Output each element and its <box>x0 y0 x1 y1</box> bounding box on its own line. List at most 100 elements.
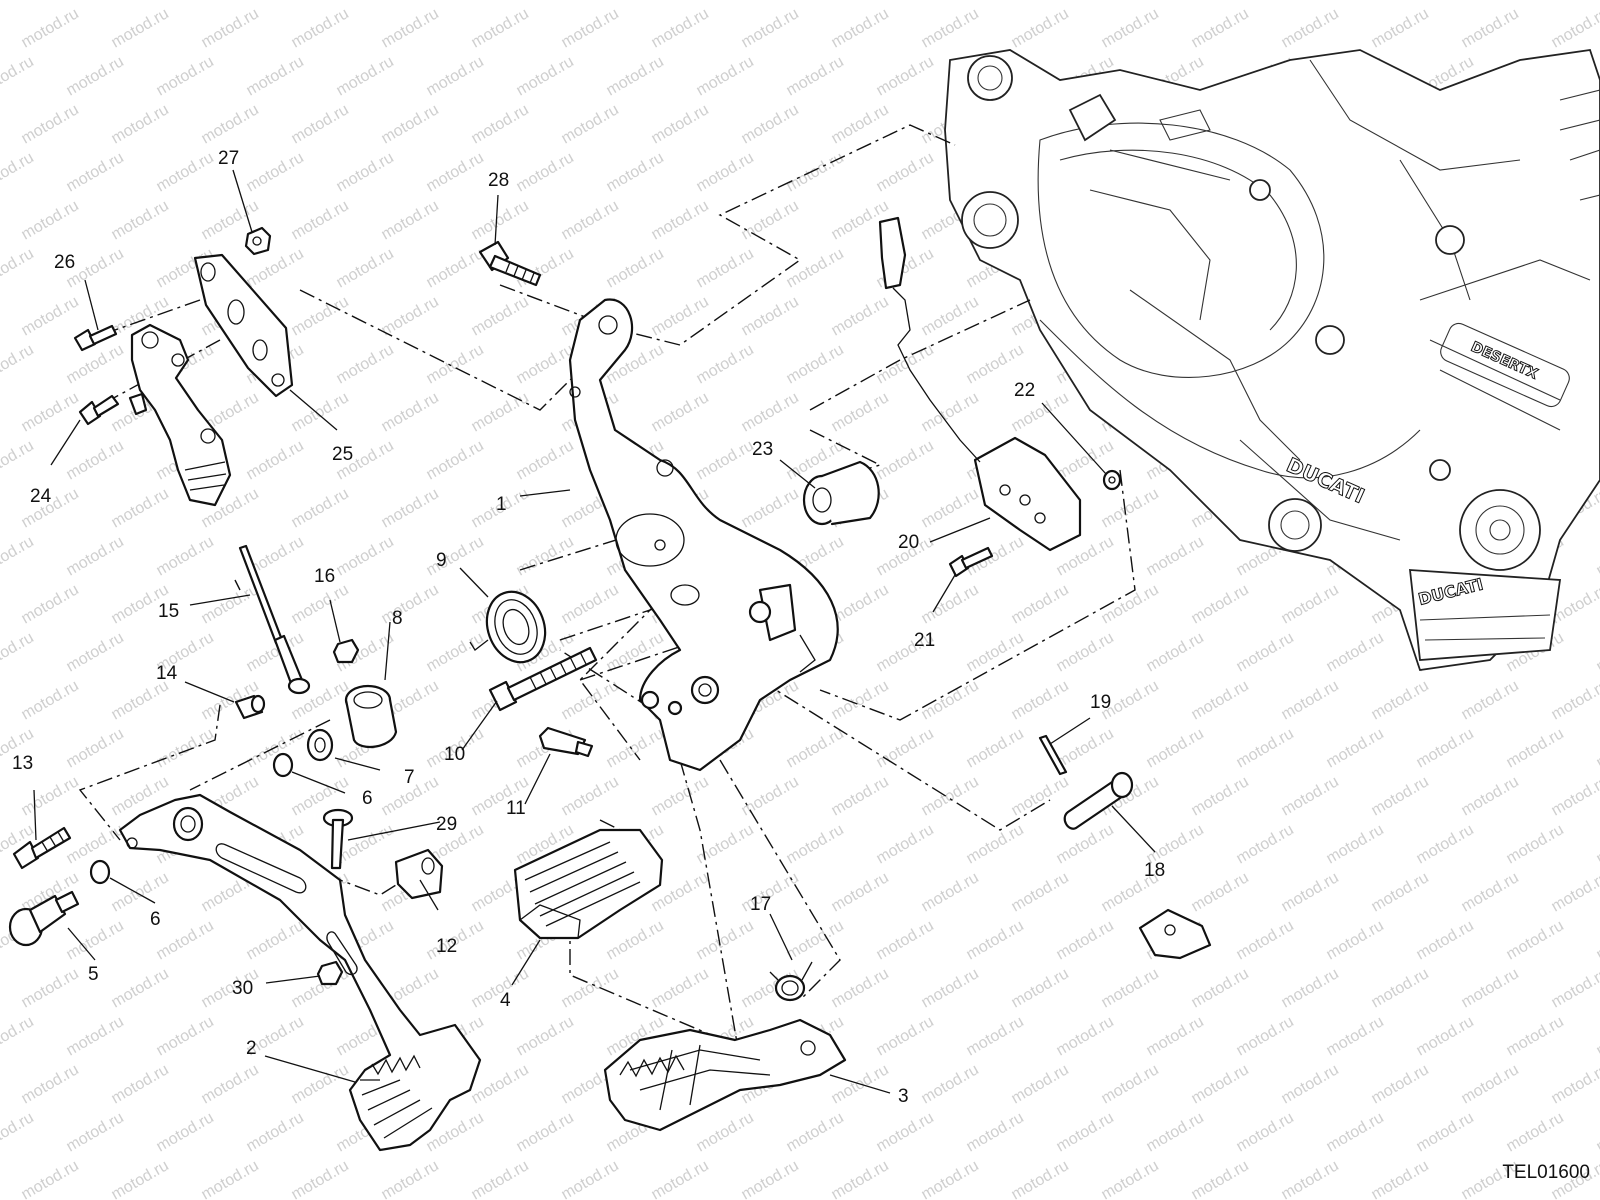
watermark-text: motod.ru <box>1189 773 1252 819</box>
watermark-text: motod.ru <box>514 1109 577 1155</box>
watermark-text: motod.ru <box>649 293 712 339</box>
part-1-footpeg-bracket <box>568 298 839 772</box>
watermark-text: motod.ru <box>1234 917 1297 963</box>
callout-21: 21 <box>914 630 935 651</box>
watermark-text: motod.ru <box>1324 0 1387 3</box>
watermark-text: motod.ru <box>379 101 442 147</box>
watermark-text: motod.ru <box>379 1157 442 1200</box>
part-12-clevis <box>394 848 444 900</box>
watermark-text: motod.ru <box>1369 965 1432 1011</box>
watermark-text: motod.ru <box>424 437 487 483</box>
watermark-text: motod.ru <box>649 1157 712 1200</box>
watermark-text: motod.ru <box>1459 5 1522 51</box>
watermark-text: motod.ru <box>784 149 847 195</box>
watermark-text: motod.ru <box>109 5 172 51</box>
watermark-text: motod.ru <box>1009 773 1072 819</box>
watermark-text: motod.ru <box>1009 677 1072 723</box>
watermark-text: motod.ru <box>154 53 217 99</box>
watermark-text: motod.ru <box>514 1013 577 1059</box>
watermark-text: motod.ru <box>19 677 82 723</box>
watermark-text: motod.ru <box>1594 1109 1600 1155</box>
watermark-text: motod.ru <box>649 389 712 435</box>
watermark-text: motod.ru <box>514 149 577 195</box>
watermark-text: motod.ru <box>1549 5 1600 51</box>
watermark-text: motod.ru <box>19 581 82 627</box>
watermark-text: motod.ru <box>1144 1109 1207 1155</box>
watermark-text: motod.ru <box>1369 773 1432 819</box>
watermark-text: motod.ru <box>1324 821 1387 867</box>
watermark-text: motod.ru <box>784 725 847 771</box>
watermark-text: motod.ru <box>829 293 892 339</box>
part-6-circlip-upper <box>272 752 294 778</box>
watermark-text: motod.ru <box>964 917 1027 963</box>
part-19-split-pin <box>1038 734 1068 776</box>
watermark-text: motod.ru <box>559 581 622 627</box>
engine-frame-assembly: DUCATI DUCATI DESERTX <box>944 49 1600 671</box>
watermark-text: motod.ru <box>199 1157 262 1200</box>
part-17-footpeg-spring <box>769 961 813 1002</box>
watermark-text: motod.ru <box>1414 0 1477 3</box>
watermark-text: motod.ru <box>514 437 577 483</box>
watermark-text: motod.ru <box>199 1061 262 1107</box>
watermark-text: motod.ru <box>0 533 37 579</box>
part-15-push-rod <box>238 544 311 695</box>
watermark-text: motod.ru <box>0 1013 37 1059</box>
watermark-text: motod.ru <box>874 341 937 387</box>
watermark-text: motod.ru <box>19 773 82 819</box>
watermark-text: motod.ru <box>829 869 892 915</box>
part-30-nut <box>316 960 344 986</box>
watermark-text: motod.ru <box>1324 1013 1387 1059</box>
watermark-text: motod.ru <box>1234 629 1297 675</box>
watermark-text: motod.ru <box>109 677 172 723</box>
watermark-text: motod.ru <box>604 725 667 771</box>
watermark-text: motod.ru <box>964 821 1027 867</box>
watermark-text: motod.ru <box>559 965 622 1011</box>
watermark-text: motod.ru <box>1324 917 1387 963</box>
watermark-text: motod.ru <box>1009 581 1072 627</box>
watermark-text: motod.ru <box>694 437 757 483</box>
watermark-text: motod.ru <box>604 245 667 291</box>
watermark-text: motod.ru <box>0 149 37 195</box>
watermark-text: motod.ru <box>739 485 802 531</box>
watermark-text: motod.ru <box>1369 869 1432 915</box>
watermark-text: motod.ru <box>739 101 802 147</box>
watermark-text: motod.ru <box>1054 1109 1117 1155</box>
callout-27: 27 <box>218 148 239 169</box>
watermark-text: motod.ru <box>64 53 127 99</box>
part-8-sleeve <box>344 684 398 749</box>
watermark-text: motod.ru <box>514 53 577 99</box>
brake-master-cylinder <box>128 323 232 507</box>
watermark-text: motod.ru <box>1144 725 1207 771</box>
watermark-text: motod.ru <box>604 53 667 99</box>
watermark-text: motod.ru <box>604 0 667 3</box>
watermark-text: motod.ru <box>289 5 352 51</box>
watermark-text: motod.ru <box>1009 965 1072 1011</box>
watermark-text: motod.ru <box>424 149 487 195</box>
watermark-text: motod.ru <box>964 1109 1027 1155</box>
watermark-text: motod.ru <box>64 149 127 195</box>
watermark-text: motod.ru <box>19 1061 82 1107</box>
watermark-text: motod.ru <box>109 1061 172 1107</box>
watermark-text: motod.ru <box>379 485 442 531</box>
watermark-text: motod.ru <box>1189 965 1252 1011</box>
watermark-text: motod.ru <box>64 821 127 867</box>
watermark-text: motod.ru <box>919 1061 982 1107</box>
watermark-text: motod.ru <box>1099 485 1162 531</box>
watermark-text: motod.ru <box>244 0 307 3</box>
watermark-text: motod.ru <box>739 773 802 819</box>
watermark-text: motod.ru <box>289 485 352 531</box>
watermark-text: motod.ru <box>1054 821 1117 867</box>
callout-6-upper: 6 <box>362 788 373 809</box>
part-13-screw <box>12 826 72 870</box>
watermark-text: motod.ru <box>1459 965 1522 1011</box>
watermark-text: motod.ru <box>1279 1157 1342 1200</box>
watermark-text: motod.ru <box>64 725 127 771</box>
watermark-text: motod.ru <box>874 1013 937 1059</box>
watermark-text: motod.ru <box>289 1157 352 1200</box>
watermark-text: motod.ru <box>1594 917 1600 963</box>
part-18-clevis-pin <box>1063 771 1134 830</box>
watermark-text: motod.ru <box>1324 725 1387 771</box>
watermark-text: motod.ru <box>1099 1061 1162 1107</box>
watermark-text: motod.ru <box>1144 629 1207 675</box>
watermark-text: motod.ru <box>1594 0 1600 3</box>
